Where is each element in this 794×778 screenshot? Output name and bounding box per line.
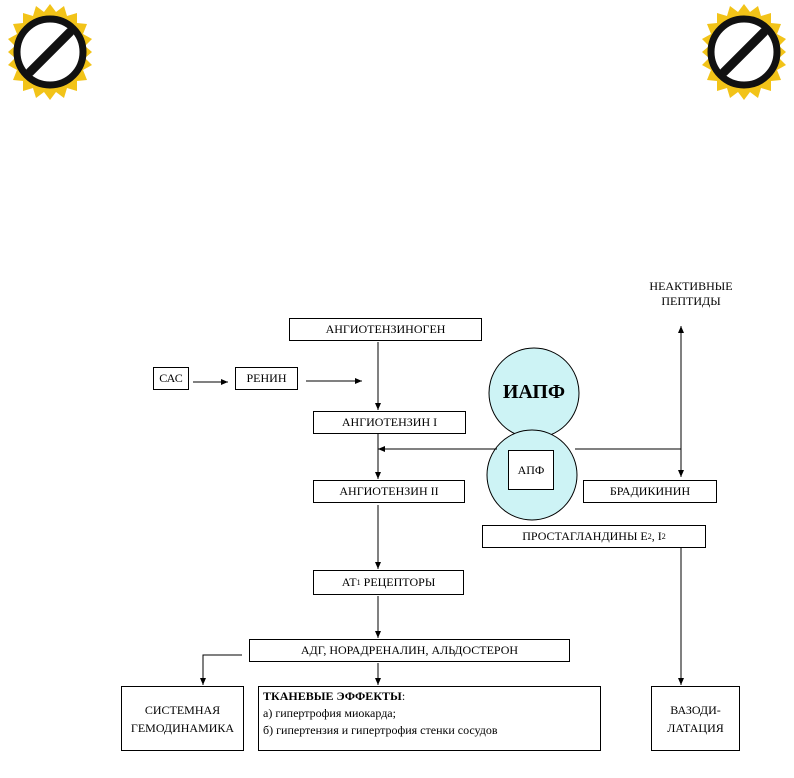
prostaglandins-sub1: 2 bbox=[647, 531, 652, 541]
at1-suffix: РЕЦЕПТОРЫ bbox=[360, 575, 436, 590]
systemic-line1: СИСТЕМНАЯ bbox=[144, 702, 221, 717]
prostaglandins-prefix: ПРОСТАГЛАНДИНЫ Е bbox=[522, 529, 648, 544]
inactive-line2: ПЕПТИДЫ bbox=[661, 294, 721, 308]
iapf-label: ИАПФ bbox=[502, 381, 566, 403]
no-sign-icon-right bbox=[702, 4, 786, 100]
angiotensin2-box: АНГИОТЕНЗИН II bbox=[313, 480, 465, 503]
angiotensinogen-box: АНГИОТЕНЗИНОГЕН bbox=[289, 318, 482, 341]
apf-box: АПФ bbox=[508, 450, 554, 490]
renin-box: РЕНИН bbox=[235, 367, 298, 390]
inactive-peptides-label: НЕАКТИВНЫЕ ПЕПТИДЫ bbox=[641, 279, 741, 309]
vasodilation-line1: ВАЗОДИ- bbox=[670, 702, 721, 717]
tissue-head: ТКАНЕВЫЕ ЭФФЕКТЫ bbox=[263, 689, 402, 703]
sas-box: САС bbox=[153, 367, 189, 390]
tissue-item-a: а) гипертрофия миокарда; bbox=[263, 706, 396, 720]
bradykinin-box: БРАДИКИНИН bbox=[583, 480, 717, 503]
tissue-colon: : bbox=[401, 689, 406, 703]
angiotensin1-box: АНГИОТЕНЗИН I bbox=[313, 411, 466, 434]
adh-box: АДГ, НОРАДРЕНАЛИН, АЛЬДОСТЕРОН bbox=[249, 639, 570, 662]
at1-sub: 1 bbox=[356, 577, 361, 587]
tissue-item-b: б) гипертензия и гипертрофия стенки сосу… bbox=[263, 723, 498, 737]
prostaglandins-mid: , I bbox=[651, 529, 662, 544]
prostaglandins-sub2: 2 bbox=[661, 531, 666, 541]
no-sign-icon-left bbox=[8, 4, 92, 100]
tissue-effects-box: ТКАНЕВЫЕ ЭФФЕКТЫ: а) гипертрофия миокард… bbox=[258, 686, 601, 751]
systemic-hemodynamics-box: СИСТЕМНАЯ ГЕМОДИНАМИКА bbox=[121, 686, 244, 751]
vasodilation-line2: ЛАТАЦИЯ bbox=[667, 720, 724, 735]
inactive-line1: НЕАКТИВНЫЕ bbox=[649, 279, 733, 293]
systemic-line2: ГЕМОДИНАМИКА bbox=[130, 720, 235, 735]
vasodilation-box: ВАЗОДИ- ЛАТАЦИЯ bbox=[651, 686, 740, 751]
at1-prefix: АТ bbox=[341, 575, 357, 590]
